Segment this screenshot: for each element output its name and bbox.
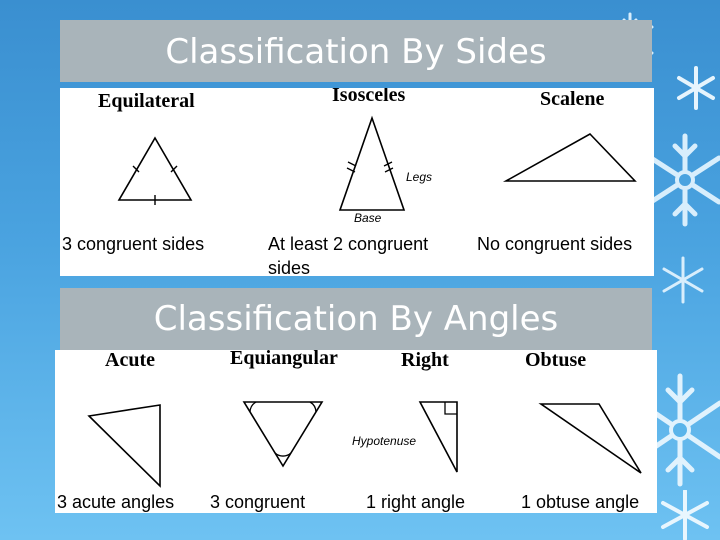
acute-triangle bbox=[87, 404, 161, 488]
legs-label: Legs bbox=[406, 170, 433, 184]
equiangular-description: 3 congruent bbox=[210, 492, 306, 512]
right-description: 1 right angle bbox=[366, 492, 466, 512]
isosceles-label: Isosceles bbox=[332, 88, 406, 106]
snowflake-icon bbox=[661, 490, 709, 540]
right-triangle bbox=[418, 401, 458, 473]
obtuse-triangle bbox=[538, 403, 642, 474]
scalene-description: No congruent sides bbox=[477, 234, 633, 254]
equiangular-label: Equiangular bbox=[230, 350, 338, 369]
obtuse-label: Obtuse bbox=[525, 350, 587, 371]
equilateral-triangle bbox=[117, 136, 193, 205]
snowflake-icon bbox=[650, 133, 720, 227]
sides-title: Classification By Sides bbox=[60, 20, 652, 82]
equiangular-triangle bbox=[242, 401, 324, 468]
snowflake-icon bbox=[662, 256, 704, 304]
scalene-label: Scalene bbox=[540, 88, 605, 110]
base-label: Base bbox=[354, 211, 382, 225]
isosceles-description: At least 2 congruent bbox=[268, 234, 429, 254]
hypotenuse-label: Hypotenuse bbox=[352, 434, 417, 448]
snowflake-icon bbox=[677, 66, 715, 110]
angles-panel: Acute 3 acute angles Equiangular 3 congr… bbox=[55, 350, 657, 513]
acute-description: 3 acute angles bbox=[57, 492, 175, 512]
obtuse-description: 1 obtuse angle bbox=[521, 492, 640, 512]
isosceles-description-cont: sides bbox=[268, 258, 311, 276]
angles-title: Classification By Angles bbox=[60, 288, 652, 350]
isosceles-triangle bbox=[338, 115, 406, 211]
equilateral-label: Equilateral bbox=[98, 90, 195, 112]
sides-panel: Equilateral 3 congruent sides Isosceles … bbox=[60, 88, 654, 276]
right-label: Right bbox=[401, 350, 449, 371]
scalene-triangle bbox=[502, 132, 637, 182]
acute-label: Acute bbox=[105, 350, 155, 371]
equilateral-description: 3 congruent sides bbox=[62, 234, 205, 254]
